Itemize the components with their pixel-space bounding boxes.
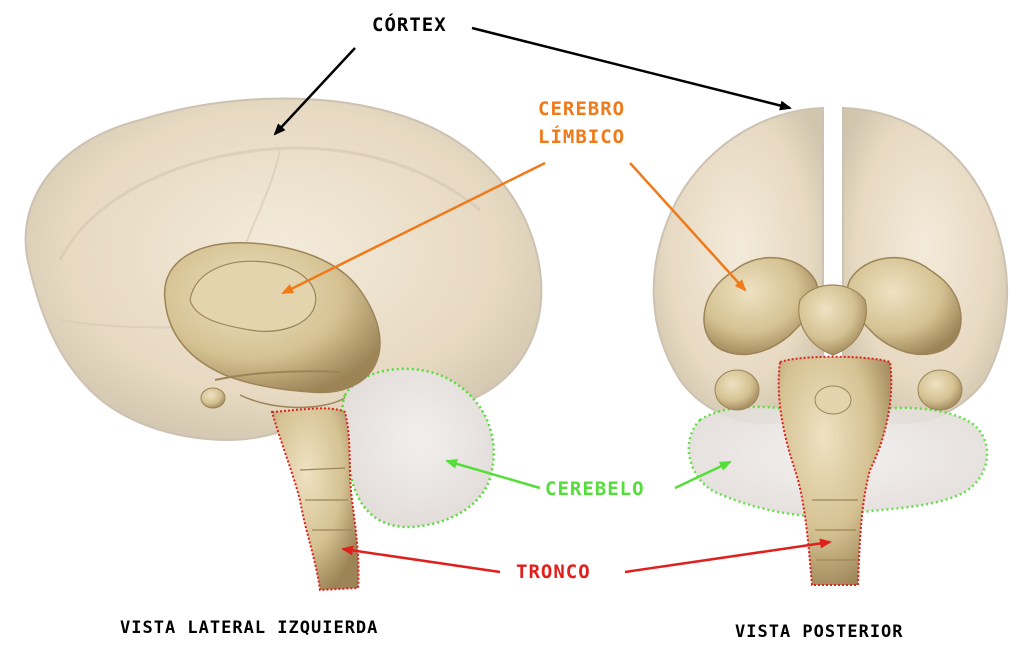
label-limbico-line1: CEREBRO (538, 98, 625, 120)
arrow-cortex-right (472, 28, 790, 108)
tronco-lateral (272, 408, 359, 590)
label-limbico-line2: LÍMBICO (538, 126, 625, 148)
arrow-tronco-left (343, 549, 500, 572)
label-tronco: TRONCO (516, 561, 591, 583)
label-cerebelo: CEREBELO (545, 478, 645, 500)
caption-lateral: VISTA LATERAL IZQUIERDA (120, 618, 378, 638)
lateral-view (26, 99, 542, 590)
caption-posterior: VISTA POSTERIOR (735, 622, 904, 642)
label-cortex: CÓRTEX (372, 14, 447, 36)
arrow-tronco-right (625, 542, 830, 572)
posterior-view (654, 100, 1007, 585)
